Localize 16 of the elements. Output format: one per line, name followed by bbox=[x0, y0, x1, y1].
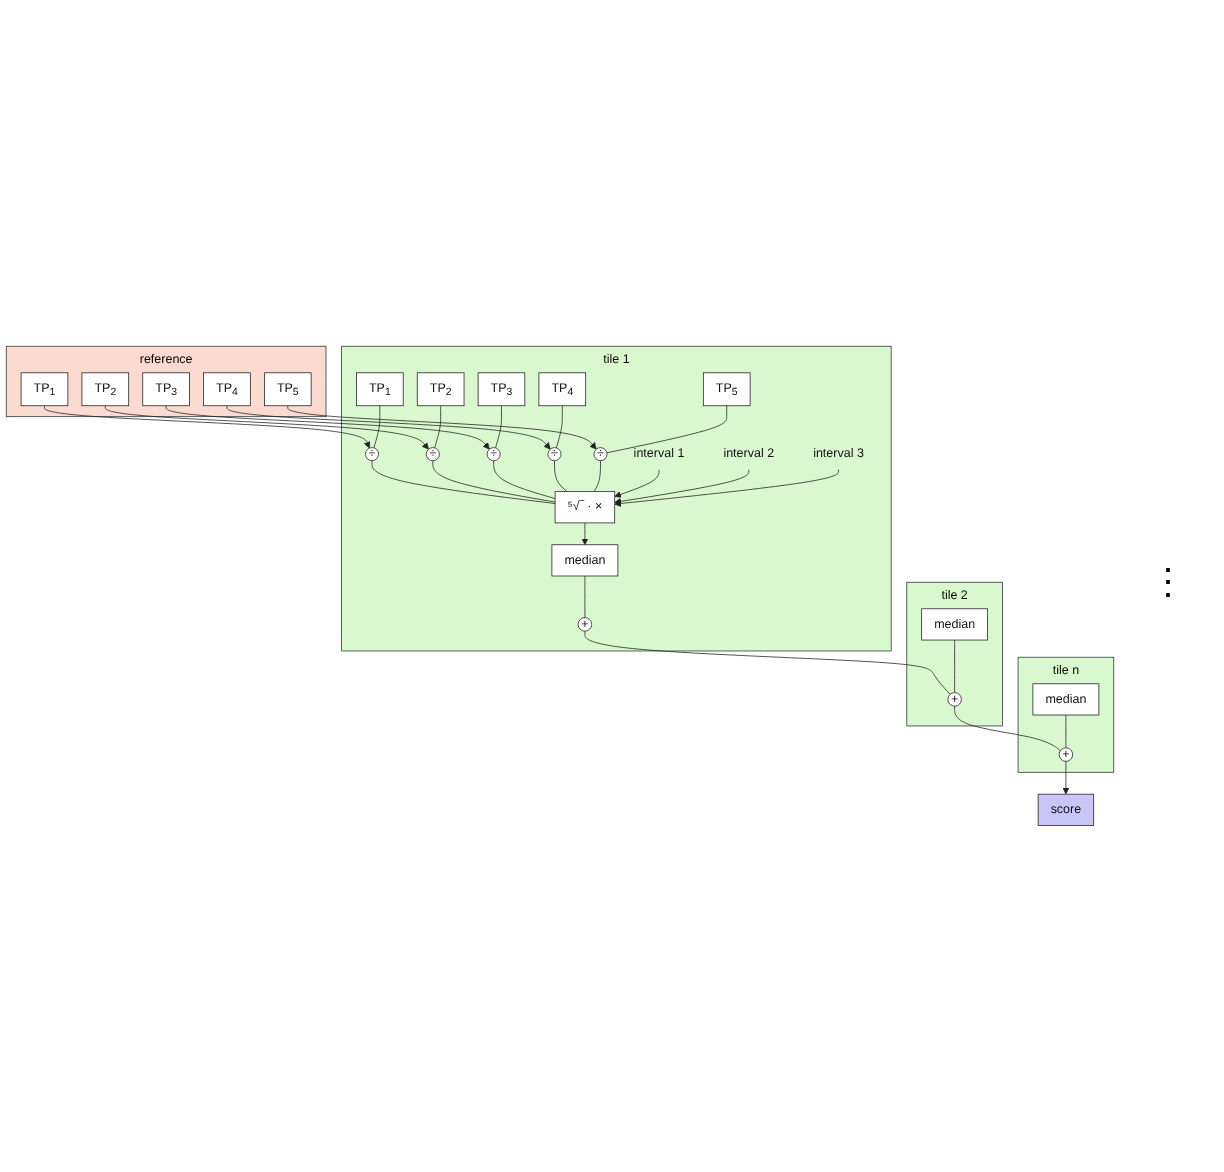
connector bbox=[371, 460, 556, 505]
connector bbox=[584, 575, 586, 619]
connector bbox=[593, 460, 601, 493]
connector bbox=[606, 405, 728, 454]
connector bbox=[434, 405, 442, 449]
connector bbox=[495, 405, 502, 449]
connector bbox=[954, 639, 955, 694]
connector bbox=[1065, 714, 1067, 749]
connector bbox=[432, 460, 556, 503]
connector bbox=[584, 630, 951, 695]
connector bbox=[554, 460, 568, 493]
connector bbox=[954, 705, 1061, 752]
connector bbox=[555, 405, 563, 449]
connector bbox=[373, 405, 381, 449]
ellipsis-note: ⋮ bbox=[1148, 560, 1188, 604]
connector bbox=[493, 460, 556, 500]
